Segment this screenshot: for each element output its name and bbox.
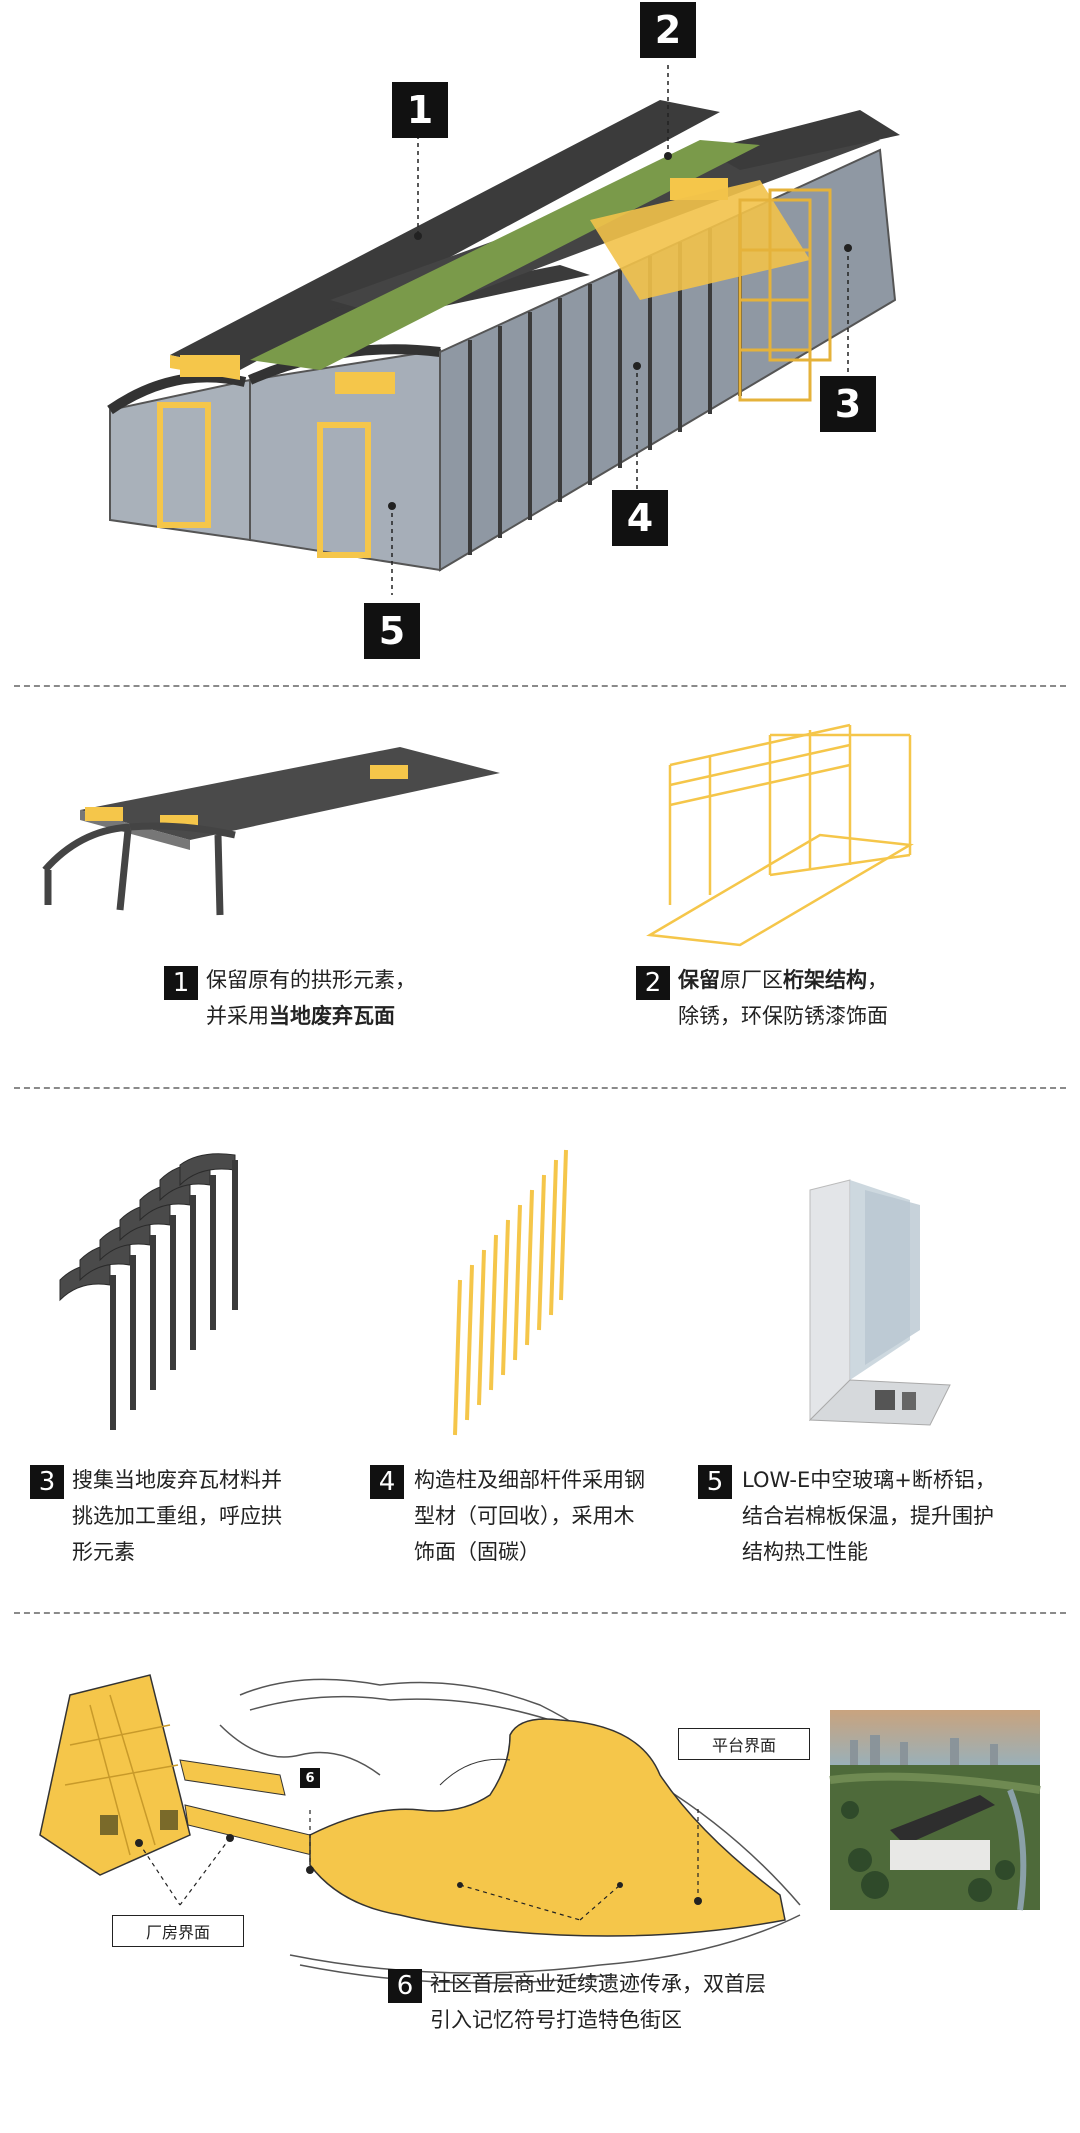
caption-3-line2: 挑选加工重组，呼应拱 xyxy=(72,1504,282,1528)
marker-2: 2 xyxy=(640,2,696,58)
caption-3: 搜集当地废弃瓦材料并 挑选加工重组，呼应拱 形元素 xyxy=(72,1462,332,1570)
caption-2: 保留原厂区桁架结构， 除锈，环保防锈漆饰面 xyxy=(678,962,998,1034)
aerial-photo xyxy=(829,1710,1041,1911)
divider-3 xyxy=(14,1612,1066,1614)
caption-5-line2: 结合岩棉板保温，提升围护 xyxy=(742,1504,994,1528)
caption-5: LOW-E中空玻璃+断桥铝， 结合岩棉板保温，提升围护 结构热工性能 xyxy=(742,1462,1072,1570)
truss-illustration xyxy=(646,723,914,947)
marker-4: 4 xyxy=(612,490,668,546)
marker-1: 1 xyxy=(392,82,448,138)
marker-3: 3 xyxy=(820,376,876,432)
caption-5-line3: 结构热工性能 xyxy=(742,1540,868,1564)
divider-1 xyxy=(14,685,1066,687)
caption-4-line1: 构造柱及细部杆件采用钢 xyxy=(414,1468,645,1492)
steel-columns-illustration xyxy=(453,1149,568,1436)
window-frame-illustration xyxy=(808,1179,951,1426)
caption-3-line1: 搜集当地废弃瓦材料并 xyxy=(72,1468,282,1492)
caption-4-line3: 饰面（固碳） xyxy=(414,1540,540,1564)
site-marker-6: 6 xyxy=(300,1768,320,1788)
caption-6-line1: 社区首层商业延续遗迹传承，双首层 xyxy=(430,1972,766,1996)
site-plan-illustration xyxy=(39,1674,801,1984)
badge-3: 3 xyxy=(30,1465,64,1499)
caption-2-line2: 除锈，环保防锈漆饰面 xyxy=(678,1004,888,1028)
marker-5: 5 xyxy=(364,603,420,659)
badge-4: 4 xyxy=(370,1465,404,1499)
badge-6: 6 xyxy=(388,1969,422,2003)
caption-2-mid: 原厂区 xyxy=(720,968,783,992)
caption-5-line1: LOW-E中空玻璃+断桥铝， xyxy=(742,1468,996,1492)
caption-3-line3: 形元素 xyxy=(72,1540,135,1564)
caption-6: 社区首层商业延续遗迹传承，双首层 引入记忆符号打造特色街区 xyxy=(430,1966,830,2038)
badge-2: 2 xyxy=(636,966,670,1000)
platform-label: 平台界面 xyxy=(678,1728,810,1760)
caption-4: 构造柱及细部杆件采用钢 型材（可回收），采用木 饰面（固碳） xyxy=(414,1462,704,1570)
caption-2-bold1: 保留 xyxy=(678,968,720,992)
badge-5: 5 xyxy=(698,1465,732,1499)
caption-1-line2-text: 并采用 xyxy=(206,1004,269,1028)
caption-6-line2: 引入记忆符号打造特色街区 xyxy=(430,2008,682,2032)
factory-label: 厂房界面 xyxy=(112,1915,244,1947)
caption-1-line1: 保留原有的拱形元素， xyxy=(206,968,416,992)
caption-2-line1: 保留原厂区桁架结构， xyxy=(678,962,998,998)
badge-1: 1 xyxy=(164,966,198,1000)
caption-1-line2: 并采用当地废弃瓦面 xyxy=(206,998,486,1034)
caption-1-line2-bold: 当地废弃瓦面 xyxy=(269,1004,395,1028)
caption-2-bold2: 桁架结构 xyxy=(783,968,867,992)
caption-2-end: ， xyxy=(867,968,888,992)
tile-arches-illustration xyxy=(59,1153,238,1430)
caption-4-line2: 型材（可回收），采用木 xyxy=(414,1504,635,1528)
arch-roof-illustration xyxy=(42,747,500,916)
building-axonometric xyxy=(107,65,900,595)
divider-2 xyxy=(14,1087,1066,1089)
caption-1: 保留原有的拱形元素， 并采用当地废弃瓦面 xyxy=(206,962,486,1034)
